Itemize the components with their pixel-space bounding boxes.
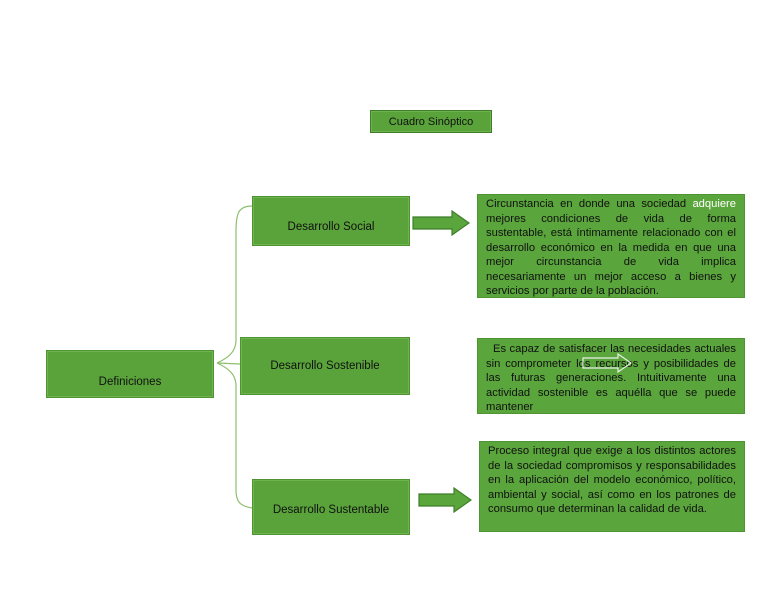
branch-desarrollo-sustentable: Desarrollo Sustentable: [252, 479, 410, 535]
description-text: mejores condiciones de vida de forma sus…: [486, 212, 736, 298]
branch-label: Desarrollo Sostenible: [270, 360, 380, 372]
branch-desarrollo-sostenible: Desarrollo Sostenible: [240, 337, 410, 395]
description-text: Circunstancia en donde una sociedad: [486, 198, 693, 210]
description-text: Proceso integral que exige a los distint…: [488, 445, 736, 515]
arrow-right-icon: [418, 487, 472, 513]
branch-label: Desarrollo Social: [287, 221, 375, 233]
description-desarrollo-sostenible: Es capaz de satisfacer las necesidades a…: [477, 338, 745, 414]
description-desarrollo-sustentable: Proceso integral que exige a los distint…: [479, 441, 745, 532]
arrow-right-icon: [412, 210, 470, 236]
root-node-label: Definiciones: [98, 376, 162, 388]
highlighted-word: adquiere: [692, 198, 736, 210]
description-text: Es capaz de satisfacer las necesidades a…: [486, 343, 736, 413]
root-node-definiciones: Definiciones: [46, 350, 214, 398]
branch-desarrollo-social: Desarrollo Social: [252, 196, 410, 246]
branch-label: Desarrollo Sustentable: [272, 504, 390, 516]
description-desarrollo-social: Circunstancia en donde una sociedad adqu…: [477, 194, 745, 298]
overlapping-arrow-icon: [582, 353, 632, 373]
diagram-title: Cuadro Sinóptico: [370, 110, 492, 133]
